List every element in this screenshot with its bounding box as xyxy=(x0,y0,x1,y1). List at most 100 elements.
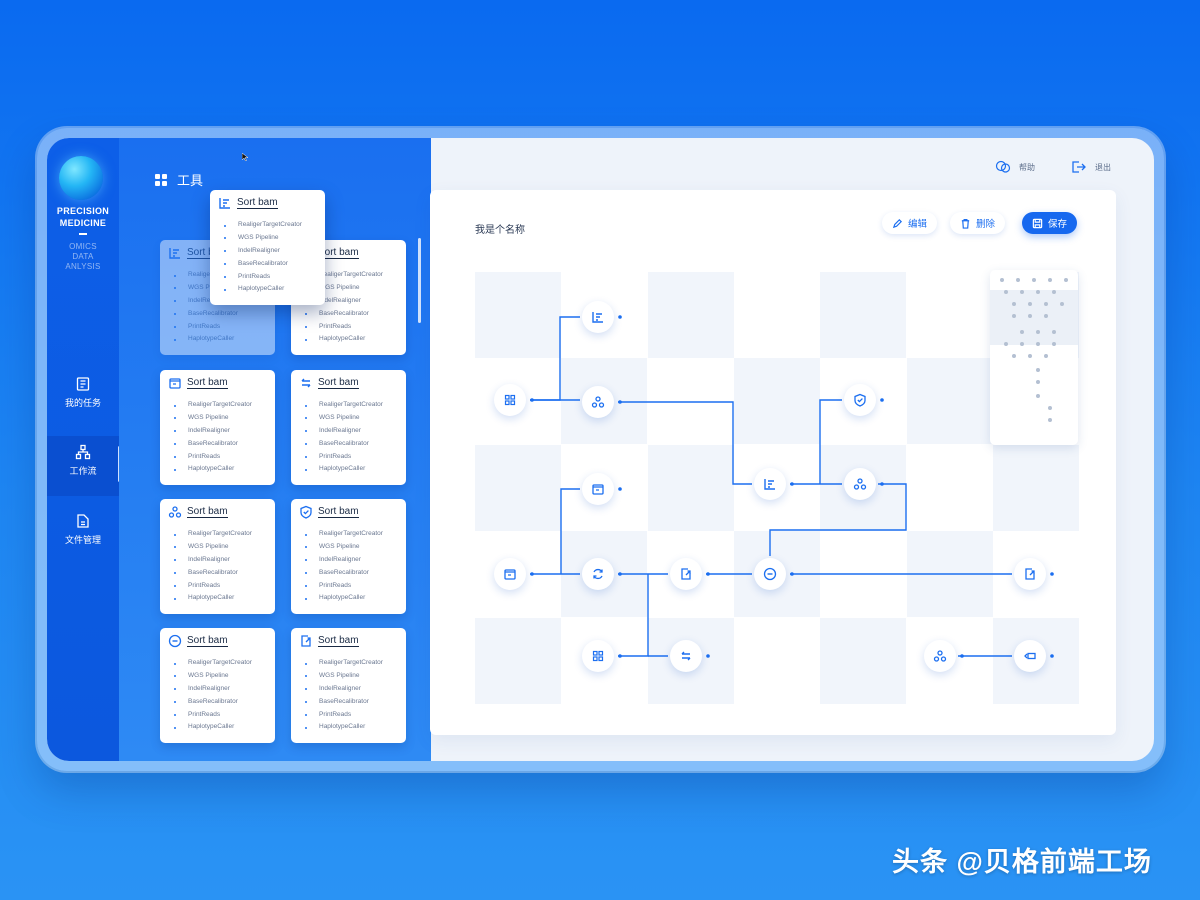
minimap-dot xyxy=(1012,354,1016,358)
mouse-cursor-icon xyxy=(242,153,248,161)
tool-card-title: Sort bam xyxy=(318,377,359,389)
tool-panel-title: 工具 xyxy=(177,173,204,188)
grid-cell xyxy=(906,358,993,445)
output-port xyxy=(1050,572,1054,576)
minimap-dot xyxy=(1036,290,1040,294)
tool-step: WGS Pipeline xyxy=(305,541,383,554)
tool-card-header: Sort bam xyxy=(168,246,228,260)
minimap-dot xyxy=(1048,278,1052,282)
brand-sub-line3: ANLYSIS xyxy=(65,262,101,271)
minimap-viewport[interactable] xyxy=(990,290,1078,345)
tool-step: BaseRecalibrator xyxy=(174,696,252,709)
minimap-dot xyxy=(1036,394,1040,398)
minimap-dot xyxy=(1036,342,1040,346)
left-nav: PRECISION MEDICINE OMICS DATA ANLYSIS 我的… xyxy=(47,138,121,761)
brand-title-line1: PRECISION xyxy=(56,206,110,216)
minimap-dot xyxy=(1036,380,1040,384)
minimap-dot xyxy=(1060,302,1064,306)
tool-step: PrintReads xyxy=(305,709,383,722)
minimap-dot xyxy=(1020,342,1024,346)
tool-step: PrintReads xyxy=(174,580,252,593)
workflow-node[interactable] xyxy=(582,301,614,333)
nav-item-workflow[interactable]: 工作流 xyxy=(47,436,121,496)
brand-title-line2: MEDICINE xyxy=(59,218,107,228)
output-port xyxy=(960,654,964,658)
connection-line xyxy=(618,401,752,485)
nav-item-my-tasks[interactable]: 我的任务 xyxy=(47,368,119,428)
output-port xyxy=(790,572,794,576)
delete-button[interactable]: 删除 xyxy=(950,212,1006,234)
workflow-node[interactable] xyxy=(924,640,956,672)
tool-step: RealigerTargetCreator xyxy=(174,528,252,541)
workflow-canvas[interactable]: 我是个名称 编辑 删除 保存 xyxy=(430,190,1116,735)
help-label: 帮助 xyxy=(1019,162,1035,172)
tool-card-header: Sort bam xyxy=(168,376,228,390)
delete-label: 删除 xyxy=(976,219,996,230)
workflow-node[interactable] xyxy=(670,640,702,672)
workflow-node[interactable] xyxy=(1014,558,1046,590)
tool-step: RealigerTargetCreator xyxy=(305,528,383,541)
tool-step: IndelRealigner xyxy=(305,554,383,567)
grid-icon xyxy=(592,650,604,662)
export-icon xyxy=(1025,568,1035,580)
tool-step: WGS Pipeline xyxy=(305,670,383,683)
save-button[interactable]: 保存 xyxy=(1022,212,1078,234)
grid-cell xyxy=(475,272,561,358)
sort-icon xyxy=(219,198,230,209)
logout-button[interactable]: 退出 xyxy=(1071,160,1111,174)
tool-step: BaseRecalibrator xyxy=(305,696,383,709)
workflow-node[interactable] xyxy=(582,386,614,418)
tool-step: IndelRealigner xyxy=(305,683,383,696)
workflow-node[interactable] xyxy=(582,558,614,590)
tool-step: WGS Pipeline xyxy=(174,282,252,295)
workflow-node[interactable] xyxy=(582,473,614,505)
minimap[interactable] xyxy=(990,270,1078,445)
workflow-node[interactable] xyxy=(1014,640,1046,672)
workflow-node[interactable] xyxy=(844,384,876,416)
tool-step: HaplotypeCaller xyxy=(174,333,252,346)
nav-item-file-management[interactable]: 文件管理 xyxy=(47,505,119,565)
minimap-dot xyxy=(1028,354,1032,358)
tool-step: IndelRealigner xyxy=(174,425,252,438)
tool-card-title: Sort bam xyxy=(318,635,359,647)
workflow-node[interactable] xyxy=(754,558,786,590)
workflow-node[interactable] xyxy=(844,468,876,500)
tool-card-title: Sort bam xyxy=(318,506,359,518)
workflow-node[interactable] xyxy=(494,558,526,590)
tool-step: HaplotypeCaller xyxy=(224,283,302,296)
tool-step: WGS Pipeline xyxy=(174,541,252,554)
watermark: 头条 @贝格前端工场 xyxy=(892,847,1152,877)
edit-button[interactable]: 编辑 xyxy=(882,212,938,234)
minimap-dot xyxy=(1004,290,1008,294)
minimap-dot xyxy=(1000,278,1004,282)
tool-panel-scrollbar[interactable] xyxy=(418,238,421,323)
tool-step: PrintReads xyxy=(174,709,252,722)
workflow-node[interactable] xyxy=(754,468,786,500)
tool-step: RealigerTargetCreator xyxy=(174,399,252,412)
tool-card-title: Sort bam xyxy=(187,247,228,259)
workflow-node[interactable] xyxy=(670,558,702,590)
output-port xyxy=(618,315,622,319)
workflow-node[interactable] xyxy=(494,384,526,416)
file-icon xyxy=(77,514,89,528)
minimap-dot xyxy=(1052,342,1056,346)
workflow-icon xyxy=(75,444,91,460)
tool-step: IndelRealigner xyxy=(224,245,302,258)
workflow-node[interactable] xyxy=(582,640,614,672)
output-port xyxy=(1050,654,1054,658)
tool-step: BaseRecalibrator xyxy=(174,438,252,451)
logout-icon xyxy=(1072,161,1086,173)
help-button[interactable]: 帮助 xyxy=(995,160,1035,174)
sort-icon xyxy=(764,479,775,490)
